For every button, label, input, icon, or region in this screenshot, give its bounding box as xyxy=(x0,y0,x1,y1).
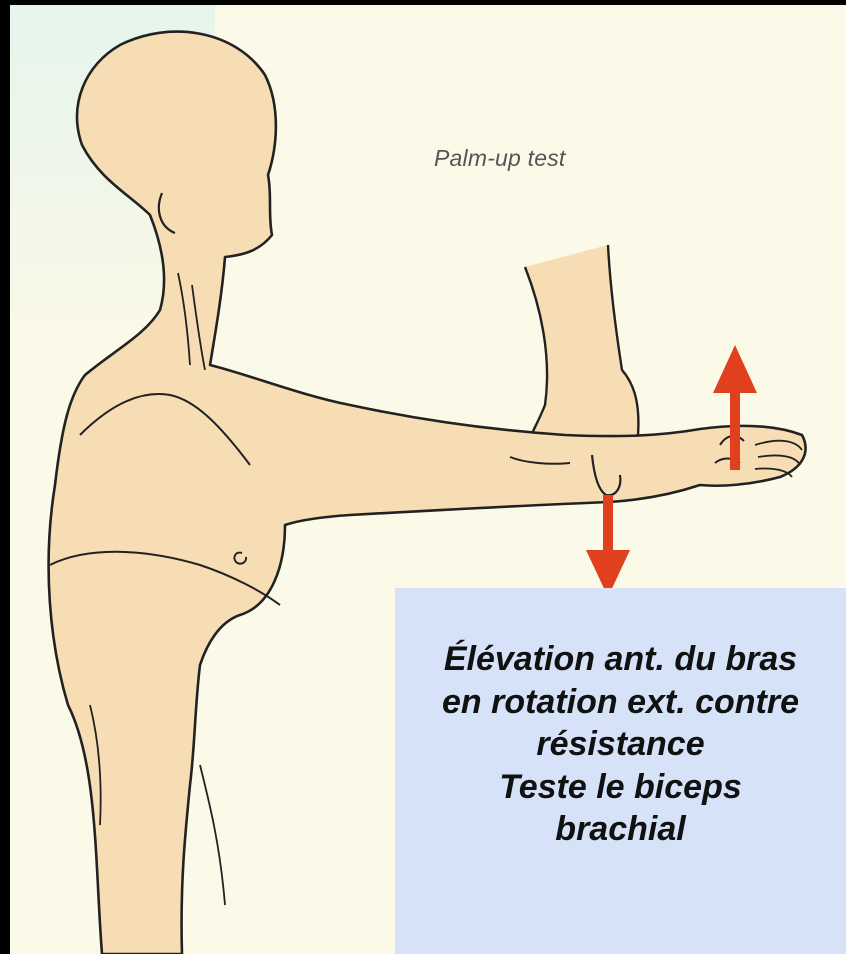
torso-line xyxy=(89,704,102,826)
slide-canvas: Palm-up test Élévation ant. du bras en r… xyxy=(10,5,846,954)
shoulder-line xyxy=(79,393,251,466)
nipple xyxy=(233,551,248,565)
arm-crease xyxy=(509,456,571,465)
belly-line xyxy=(199,764,226,906)
info-line-5: brachial xyxy=(555,810,686,848)
upward-arrow xyxy=(713,345,757,470)
info-box: Élévation ant. du bras en rotation ext. … xyxy=(395,588,846,954)
palm-up-test-illustration xyxy=(47,30,807,954)
info-line-2: en rotation ext. contre xyxy=(441,682,800,721)
test-caption: Palm-up test xyxy=(434,145,566,171)
info-line-1: Élévation ant. du bras xyxy=(443,640,798,678)
patient-body xyxy=(47,30,807,954)
neck-line-2 xyxy=(191,284,206,371)
ear-line xyxy=(157,192,176,235)
chest-line xyxy=(49,550,281,606)
downward-arrow xyxy=(586,495,630,597)
info-line-3: résistance xyxy=(536,725,705,763)
info-line-4: Teste le biceps xyxy=(499,767,742,806)
info-text: Élévation ant. du bras en rotation ext. … xyxy=(395,638,846,851)
neck-line-1 xyxy=(177,272,191,366)
fingers xyxy=(754,439,803,478)
